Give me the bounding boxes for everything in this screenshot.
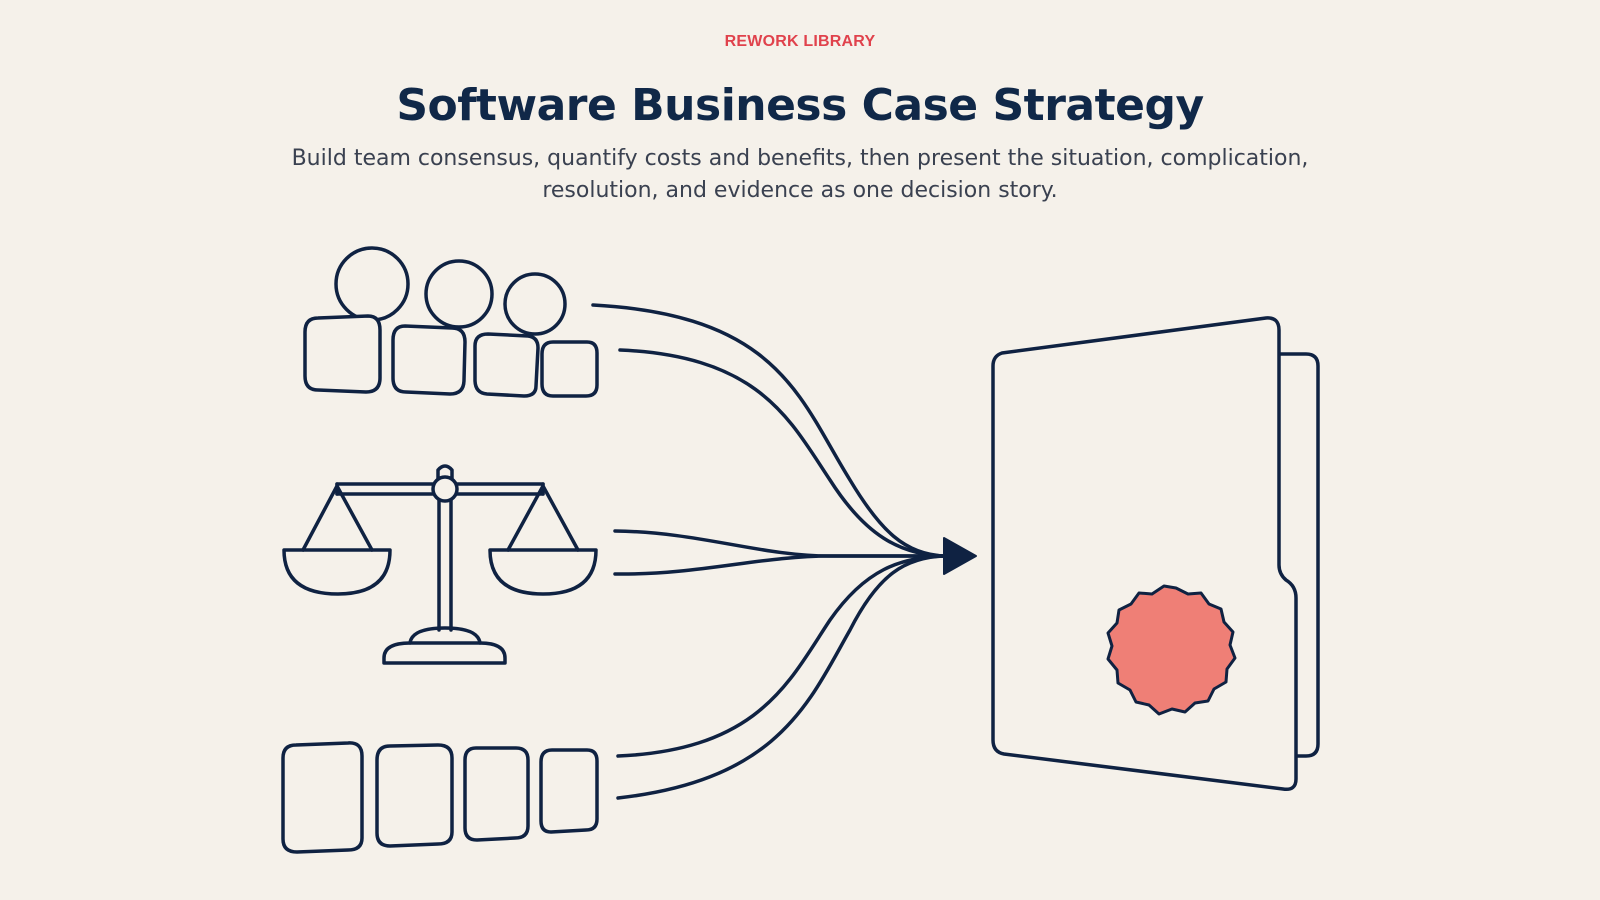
approval-seal-icon (1106, 584, 1237, 716)
decision-folder-icon (991, 316, 1320, 792)
flow-line-team-upper (591, 303, 947, 558)
page-subtitle: Build team consensus, quantify costs and… (291, 146, 1309, 203)
flow-line-evidence-lower (616, 554, 947, 800)
page-title: Software Business Case Strategy (396, 80, 1204, 131)
arrow-right-icon (943, 537, 977, 575)
team-group-icon (303, 246, 599, 398)
balance-scale-icon (282, 464, 598, 665)
flow-line-team-lower (618, 348, 947, 558)
flow-line-scale-lower (613, 554, 947, 576)
flow-line-evidence-upper (616, 554, 947, 758)
flow-lines (591, 303, 947, 800)
evidence-cards-icon (281, 741, 599, 854)
eyebrow-label: REWORK LIBRARY (724, 33, 876, 50)
